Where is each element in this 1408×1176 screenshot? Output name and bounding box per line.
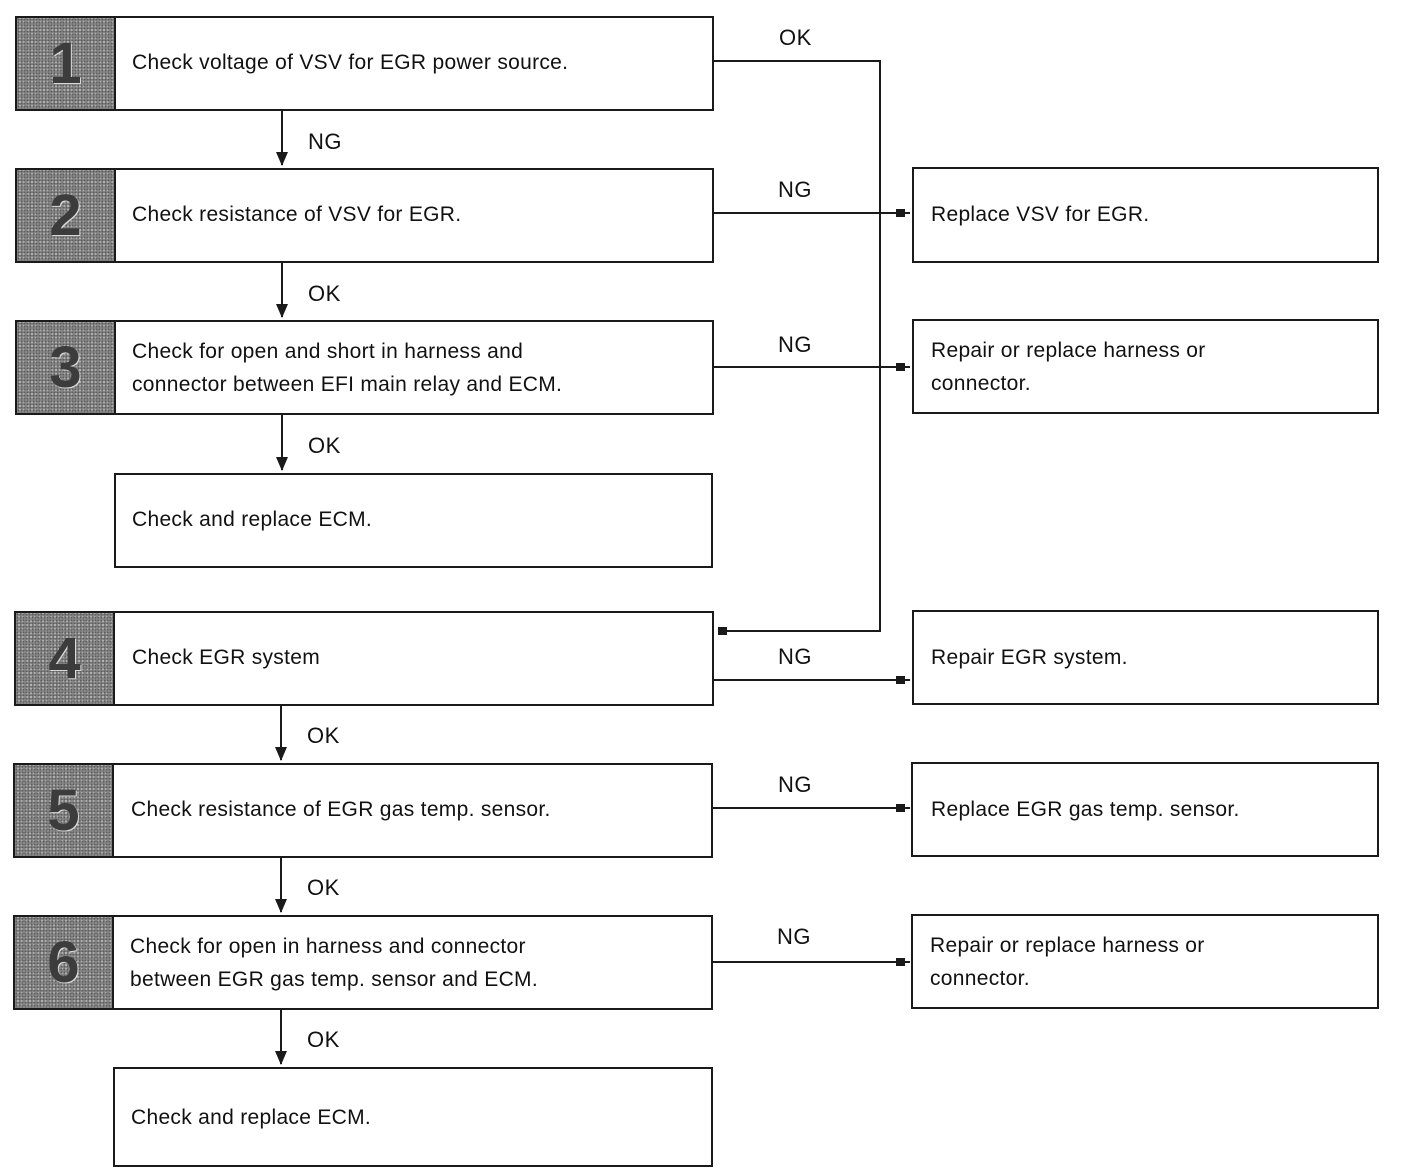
- step-5-text: Check resistance of EGR gas temp. sensor…: [131, 798, 551, 821]
- step-5-number: 5: [13, 763, 114, 858]
- step-3-box: Check for open and short in harness and …: [114, 320, 714, 415]
- label-ng-step6: NG: [777, 924, 811, 949]
- label-ng-step2: NG: [778, 177, 812, 202]
- ecm-replace-text-1: Check and replace ECM.: [132, 508, 373, 531]
- label-ok-bypass: OK: [779, 25, 812, 50]
- step-4-text: Check EGR system: [132, 646, 321, 669]
- result-repair-egr-box: Repair EGR system.: [912, 610, 1379, 705]
- result-repair-harness-text-1: Repair or replace harness or connector.: [931, 339, 1206, 395]
- label-ok-step6: OK: [307, 1027, 340, 1052]
- result-replace-vsv-box: Replace VSV for EGR.: [912, 167, 1379, 263]
- step-6-box: Check for open in harness and connector …: [112, 915, 713, 1010]
- step-4-number: 4: [14, 611, 115, 706]
- label-ng-step4: NG: [778, 644, 812, 669]
- label-ok-step5: OK: [307, 875, 340, 900]
- label-ok-step3: OK: [308, 433, 341, 458]
- result-repair-harness-box-1: Repair or replace harness or connector.: [912, 319, 1379, 414]
- step-3-text: Check for open and short in harness and …: [132, 340, 563, 396]
- result-replace-vsv-text: Replace VSV for EGR.: [931, 203, 1150, 226]
- step-5-box: Check resistance of EGR gas temp. sensor…: [112, 763, 713, 858]
- label-ok-step2: OK: [308, 281, 341, 306]
- step-1-text: Check voltage of VSV for EGR power sourc…: [132, 51, 569, 74]
- step-2-box: Check resistance of VSV for EGR.: [114, 168, 714, 263]
- step-6-number: 6: [13, 915, 114, 1010]
- label-ng-step1: NG: [308, 129, 342, 154]
- result-replace-sensor-text: Replace EGR gas temp. sensor.: [931, 798, 1240, 821]
- step-4-box: Check EGR system: [113, 611, 714, 706]
- ecm-replace-box-2: Check and replace ECM.: [113, 1067, 713, 1167]
- label-ng-step3: NG: [778, 332, 812, 357]
- ecm-replace-text-2: Check and replace ECM.: [131, 1106, 372, 1129]
- label-ok-step4: OK: [307, 723, 340, 748]
- step-6-text: Check for open in harness and connector …: [130, 935, 538, 991]
- result-repair-harness-text-2: Repair or replace harness or connector.: [930, 934, 1205, 990]
- label-ng-step5: NG: [778, 772, 812, 797]
- ecm-replace-box-1: Check and replace ECM.: [114, 473, 713, 568]
- step-3-number: 3: [15, 320, 116, 415]
- result-repair-harness-box-2: Repair or replace harness or connector.: [911, 914, 1379, 1009]
- step-2-number: 2: [15, 168, 116, 263]
- step-1-box: Check voltage of VSV for EGR power sourc…: [114, 16, 714, 111]
- step-1-number: 1: [15, 16, 116, 111]
- result-repair-egr-text: Repair EGR system.: [931, 646, 1128, 669]
- step-2-text: Check resistance of VSV for EGR.: [132, 203, 462, 226]
- result-replace-sensor-box: Replace EGR gas temp. sensor.: [911, 762, 1379, 857]
